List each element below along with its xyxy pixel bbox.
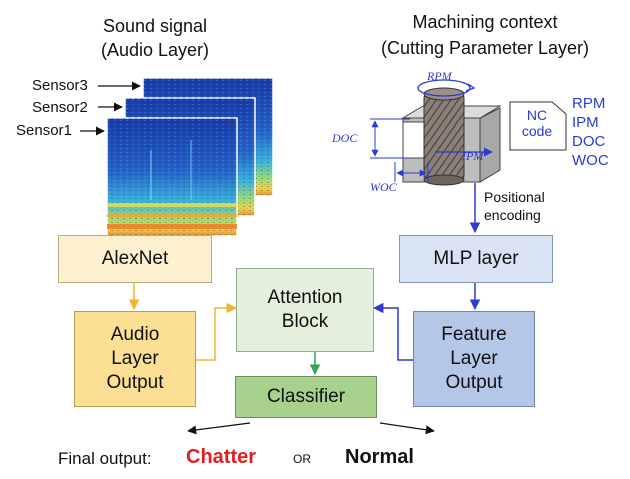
- nc-param-doc: DOC: [572, 133, 606, 150]
- nc-code-document: [509, 101, 567, 151]
- positional-encoding-label: Positional encoding: [484, 189, 545, 223]
- sensor1-label: Sensor1: [16, 122, 72, 139]
- nc-param-ipm: IPM: [572, 114, 599, 131]
- doc-dimension: [370, 118, 410, 159]
- final-output-chatter: Chatter: [186, 446, 257, 468]
- audio-header-line1: Sound signal: [102, 16, 208, 36]
- classifier-to-chatter-arrow: [187, 422, 251, 435]
- nc-param-woc: WOC: [572, 152, 609, 169]
- woc-tool-label: WOC: [370, 180, 397, 194]
- final-output-or: OR: [293, 452, 311, 466]
- woc-dimension: [394, 162, 429, 182]
- rpm-tool-label: RPM: [427, 69, 452, 83]
- final-output-normal: Normal: [345, 446, 414, 468]
- sensor2-label: Sensor2: [32, 99, 88, 116]
- machining-header-line1: Machining context: [412, 12, 558, 32]
- audio-layer-output-box: Audio Layer Output: [74, 311, 196, 407]
- audio-header-line2: (Audio Layer): [100, 40, 210, 60]
- nc-code-title: NC code: [521, 107, 553, 139]
- ipm-tool-label: IPM: [462, 149, 484, 163]
- feature-output-to-attention-arrow: [372, 302, 413, 361]
- audio-output-to-attention-arrow: [196, 302, 238, 361]
- alexnet-box: AlexNet: [58, 235, 212, 283]
- doc-tool-label: DOC: [332, 131, 358, 145]
- classifier-to-normal-arrow: [379, 422, 435, 435]
- spectrogram-sensor1: [106, 117, 238, 237]
- milling-tool-illustration: [401, 79, 502, 186]
- classifier-box: Classifier: [235, 376, 377, 418]
- nc-param-rpm: RPM: [572, 95, 606, 112]
- final-output-label: Final output:: [58, 449, 152, 468]
- feature-layer-output-box: Feature Layer Output: [413, 311, 535, 407]
- attention-block-box: Attention Block: [236, 268, 374, 352]
- sensor3-label: Sensor3: [32, 77, 88, 94]
- machining-header-line2: (Cutting Parameter Layer): [380, 38, 590, 58]
- mlp-layer-box: MLP layer: [399, 235, 553, 283]
- spectrogram-stack: [106, 77, 274, 237]
